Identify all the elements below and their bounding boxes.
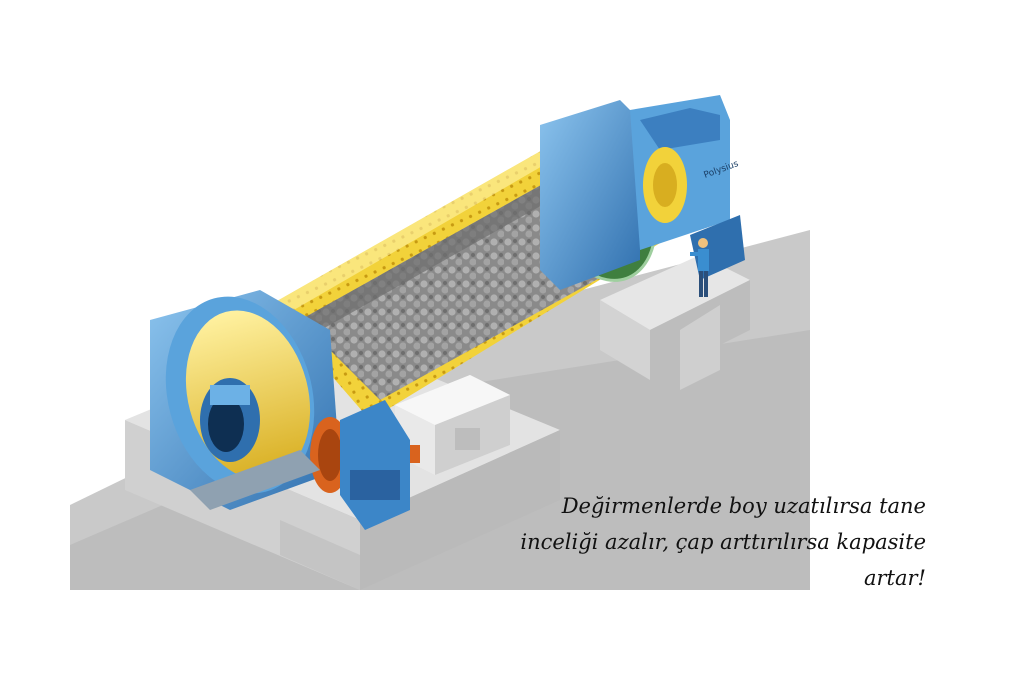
feed-end-housing: Polysius (540, 95, 745, 290)
worker-figure (690, 238, 709, 297)
caption-line-1: Değirmenlerde boy uzatılırsa tane (561, 494, 926, 518)
gearbox (340, 400, 410, 530)
frame-rail (190, 450, 320, 510)
caption-line-3: artar! (864, 566, 926, 590)
caption-text: Değirmenlerde boy uzatılırsa tane inceli… (506, 488, 926, 596)
drive-motor (395, 375, 510, 475)
caption-line-2: inceliği azalır, çap arttırılırsa kapasi… (520, 530, 926, 554)
